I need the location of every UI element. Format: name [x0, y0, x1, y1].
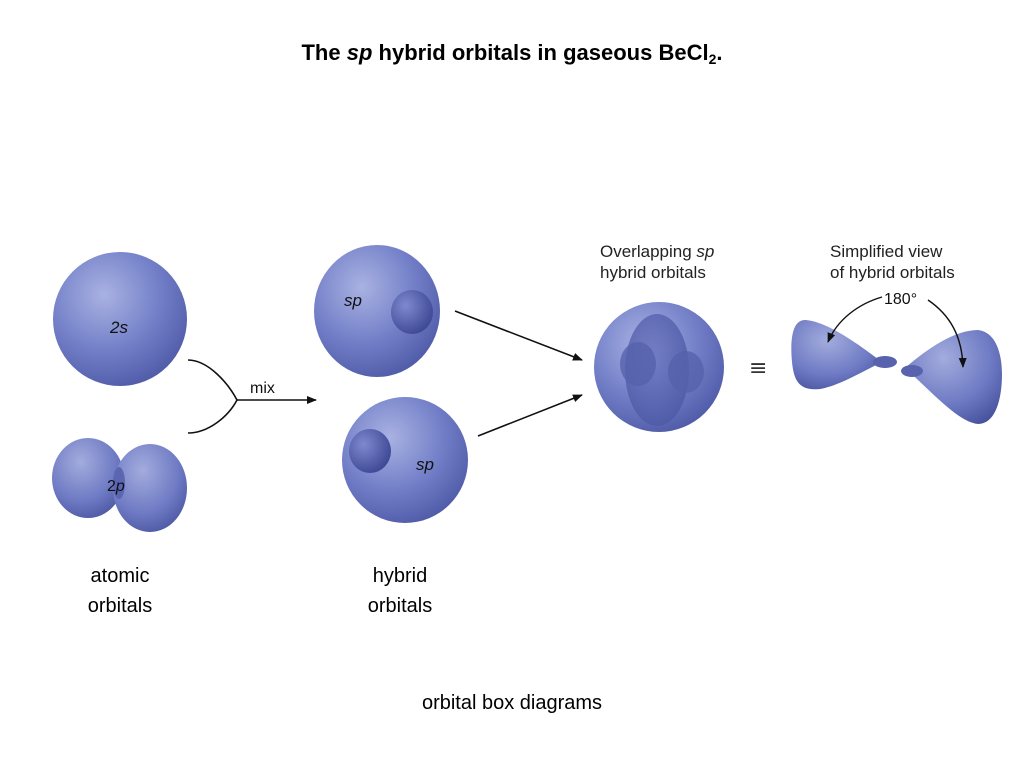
- overlap-heading-line1: Overlapping sp: [600, 242, 714, 261]
- slide-title: The sp hybrid orbitals in gaseous BeCl2.: [0, 40, 1024, 66]
- angle-arc-right: [927, 299, 967, 368]
- caption-atomic-orbitals: atomic orbitals: [60, 561, 180, 621]
- overlap-inner-left: [620, 342, 656, 386]
- simplified-center-small-left: [873, 356, 897, 368]
- title-suffix: .: [716, 40, 723, 65]
- orbital-2p-right-lobe: [113, 444, 187, 532]
- title-subscript: 2: [708, 51, 717, 67]
- simplified-sp-orbitals: [791, 319, 1002, 424]
- simplified-heading-line2: of hybrid orbitals: [830, 263, 955, 282]
- angle-arc-left: [827, 296, 883, 343]
- label-sp-bottom: sp: [416, 455, 434, 474]
- angle-label: 180°: [884, 291, 917, 308]
- sp-bottom-large-lobe: [342, 397, 468, 523]
- orbital-2p-left-lobe: [52, 438, 124, 518]
- mix-arrow-group: mix: [187, 359, 317, 434]
- simplified-right-lobe: [905, 330, 1002, 424]
- caption-hybrid-line1: hybrid: [372, 565, 428, 587]
- caption-atomic-line2: orbitals: [87, 595, 153, 617]
- orbital-2p-node: [113, 467, 125, 499]
- orbital-2s-sphere: [53, 252, 187, 386]
- sp-hybrid-top: sp: [314, 245, 440, 377]
- label-sp-top: sp: [344, 291, 362, 310]
- caption-hybrid-line2: orbitals: [367, 595, 433, 617]
- title-middle: hybrid orbitals in gaseous BeCl: [372, 40, 709, 65]
- overlap-inner-right: [668, 351, 704, 393]
- overlap-inner-vertical: [625, 314, 689, 426]
- sp-top-small-lobe: [391, 290, 433, 334]
- sp-hybridization-figure: 2s 2p mix sp sp Overlapping sp hybrid or…: [52, 242, 1002, 532]
- simplified-left-lobe: [791, 319, 882, 390]
- simplified-heading-line1: Simplified view: [830, 242, 943, 261]
- orbital-2p: 2p: [52, 438, 187, 532]
- orbital-2s: 2s: [53, 252, 187, 386]
- mix-curve-bottom: [187, 399, 238, 434]
- label-2s: 2s: [109, 318, 128, 337]
- sp-hybrid-bottom: sp: [342, 397, 468, 523]
- caption-orbital-box-diagrams: orbital box diagrams: [421, 692, 603, 714]
- caption-hybrid-orbitals: hybrid orbitals: [340, 561, 460, 621]
- simplified-center-small-right: [901, 365, 923, 377]
- mix-curve-top: [187, 359, 238, 401]
- overlap-heading-line2: hybrid orbitals: [600, 263, 706, 282]
- arrow-top-to-overlap: [454, 310, 583, 361]
- label-2p: 2p: [107, 478, 125, 495]
- arrow-bottom-to-overlap: [477, 394, 583, 437]
- overlap-sp-orbitals: [594, 302, 724, 432]
- sp-bottom-small-lobe: [349, 429, 391, 473]
- caption-atomic-line1: atomic: [90, 565, 150, 587]
- equivalence-symbol: ≡: [749, 356, 767, 381]
- title-prefix: The: [301, 40, 347, 65]
- mix-label: mix: [250, 380, 275, 397]
- sp-top-large-lobe: [314, 245, 440, 377]
- title-italic-sp: sp: [346, 40, 373, 65]
